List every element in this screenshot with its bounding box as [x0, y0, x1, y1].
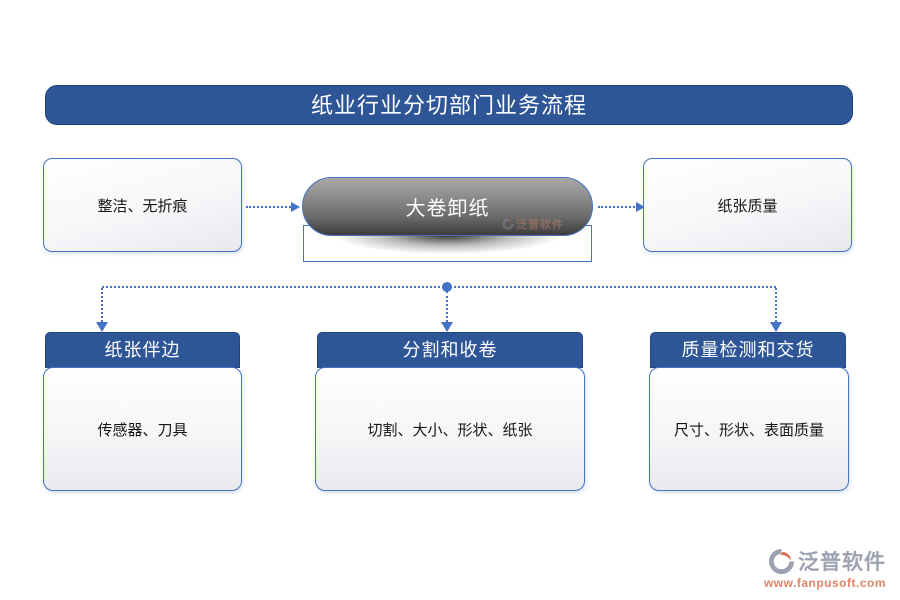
section-header-split-rewind: 分割和收卷 [317, 332, 583, 368]
arrowhead-down-icon [96, 322, 108, 332]
connector-drop-center [446, 291, 448, 322]
arrowhead-right-icon [636, 202, 645, 212]
vendor-watermark-row: 泛普软件 [751, 548, 886, 575]
fanpu-logo-icon [502, 218, 514, 230]
vendor-brand-text: 泛普软件 [798, 551, 886, 574]
connector-left-to-capsule [246, 206, 291, 208]
connector-drop-left [101, 288, 103, 322]
capsule-faint-brand-text: 泛普软件 [516, 219, 564, 231]
node-label: 纸张质量 [717, 198, 778, 215]
section-body-paper-trim: 传感器、刀具 [43, 367, 242, 491]
arrowhead-right-icon [291, 202, 300, 212]
diagram-title: 纸业行业分切部门业务流程 [45, 85, 853, 125]
section-body-label: 传感器、刀具 [97, 422, 188, 439]
vendor-url-text: www.fanpusoft.com [763, 576, 886, 590]
node-label: 整洁、无折痕 [97, 198, 188, 215]
vendor-watermark: 泛普软件 www.fanpusoft.com [751, 548, 886, 590]
node-label: 大卷卸纸 [405, 198, 490, 220]
section-body-label: 尺寸、形状、表面质量 [673, 422, 824, 439]
arrowhead-down-icon [770, 322, 782, 332]
connector-drop-right [775, 288, 777, 322]
connector-junction-dot [442, 282, 452, 292]
node-big-roll-unload: 大卷卸纸 泛普软件 [302, 177, 593, 236]
arrowhead-down-icon [441, 322, 453, 332]
connector-horizontal-bus [102, 286, 776, 288]
capsule-faint-watermark: 泛普软件 [502, 216, 564, 232]
node-paper-quality: 纸张质量 [643, 158, 852, 252]
section-header-quality-delivery: 质量检测和交货 [650, 332, 846, 368]
capsule-shadow [304, 235, 591, 261]
connector-capsule-to-right [598, 206, 638, 208]
section-body-split-rewind: 切割、大小、形状、纸张 [315, 367, 585, 491]
section-body-quality-delivery: 尺寸、形状、表面质量 [649, 367, 849, 491]
node-clean-no-crease: 整洁、无折痕 [43, 158, 242, 252]
fanpu-logo-icon [768, 548, 795, 575]
section-header-paper-trim: 纸张伴边 [45, 332, 240, 368]
section-body-label: 切割、大小、形状、纸张 [367, 422, 533, 439]
